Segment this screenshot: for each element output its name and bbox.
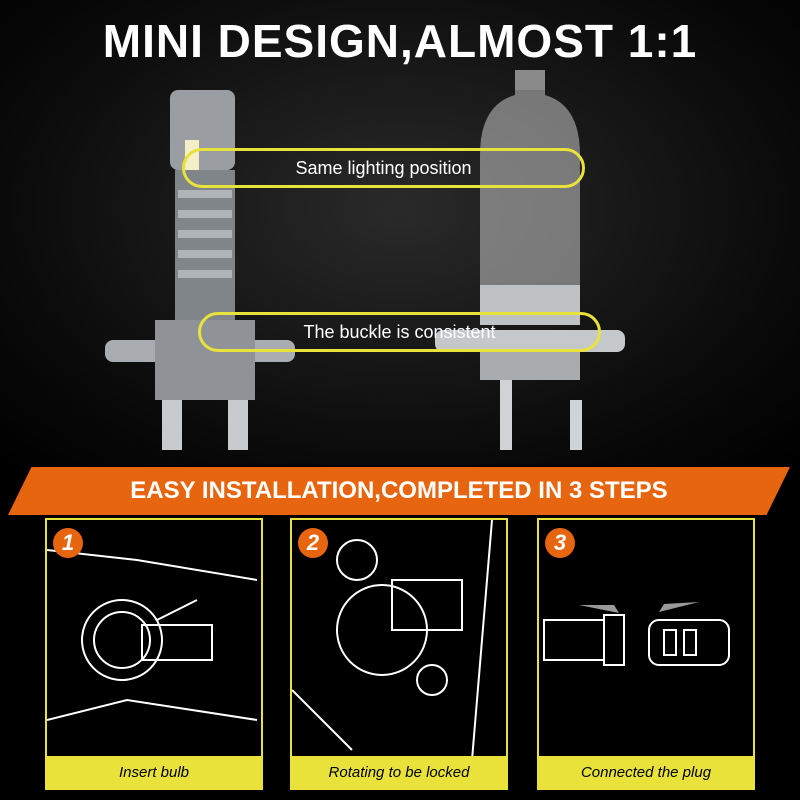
- step-1-panel: 1 Insert bulb: [45, 518, 263, 790]
- step-caption: Rotating to be locked: [292, 756, 506, 788]
- callout-buckle: The buckle is consistent: [198, 312, 601, 352]
- callout-lighting-position: Same lighting position: [182, 148, 585, 188]
- step-number: 3: [545, 528, 575, 558]
- step-3-panel: 3 Connected the plug: [537, 518, 755, 790]
- step-number: 1: [53, 528, 83, 558]
- rotate-lock-illustration: [292, 520, 493, 760]
- step-number: 2: [298, 528, 328, 558]
- connect-plug-illustration: [543, 602, 730, 666]
- headline: MINI DESIGN,ALMOST 1:1: [102, 15, 698, 67]
- step-2-panel: 2 Rotating to be locked: [290, 518, 508, 790]
- installation-banner: EASY INSTALLATION,COMPLETED IN 3 STEPS: [8, 467, 790, 515]
- halogen-bulb-image: [435, 70, 625, 450]
- step-caption: Connected the plug: [539, 756, 753, 788]
- step-caption: Insert bulb: [47, 756, 261, 788]
- led-bulb-image: [105, 90, 295, 450]
- comparison-area: MINI DESIGN,ALMOST 1:1 Same lighting pos…: [0, 0, 800, 465]
- insert-bulb-illustration: [47, 549, 258, 721]
